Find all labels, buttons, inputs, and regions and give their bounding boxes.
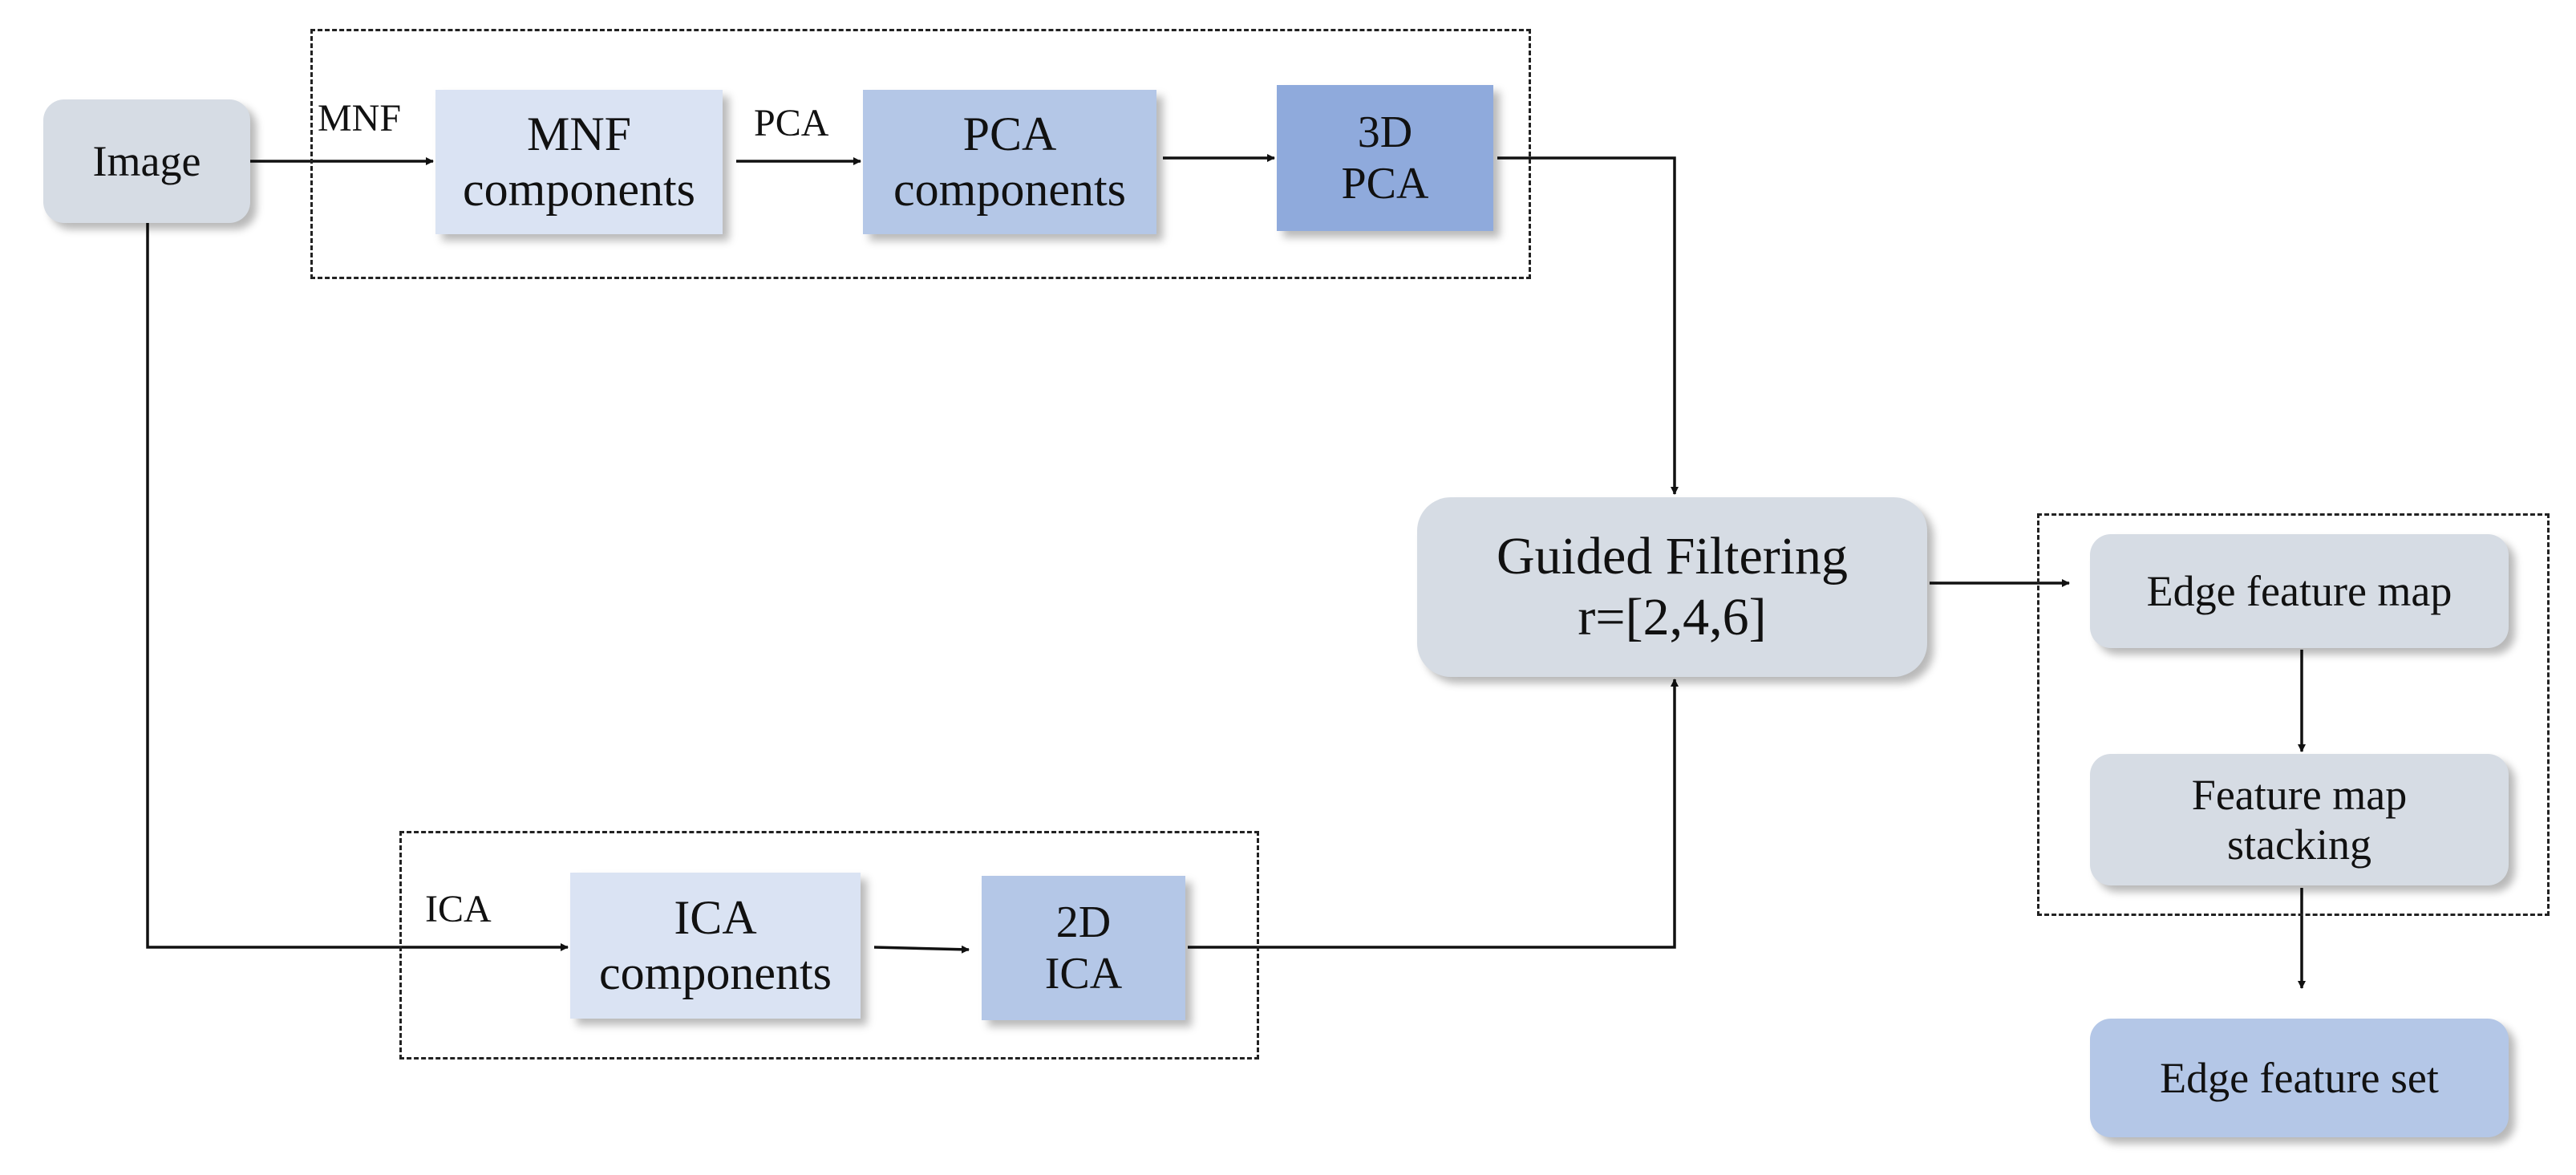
edge-feature-map-node: Edge feature map (2090, 534, 2509, 648)
mnf-components-node: MNF components (435, 90, 723, 234)
arrow-image-to-ica (146, 223, 569, 951)
edge-label-mnf: MNF (318, 97, 402, 140)
pca-3d-line-1: 3D (1357, 107, 1413, 157)
arrow-ica-to-2d (873, 945, 970, 954)
feature-map-stacking-node: Feature map stacking (2090, 754, 2509, 885)
edge-label-pca: PCA (754, 102, 829, 144)
edge-label-ica: ICA (425, 888, 492, 930)
mnf-components-line-2: components (463, 163, 695, 216)
pca-components-line-2: components (893, 163, 1126, 216)
ica-components-node: ICA components (570, 873, 861, 1019)
guided-filtering-line-1: Guided Filtering (1496, 527, 1849, 586)
edge-feature-group (2037, 513, 2550, 916)
pca-components-node: PCA components (863, 90, 1156, 234)
feature-map-stacking-line-1: Feature map (2191, 770, 2408, 819)
guided-filtering-line-2: r=[2,4,6] (1578, 588, 1767, 646)
pca-3d-line-2: PCA (1341, 159, 1429, 209)
edge-feature-map-label: Edge feature map (2146, 566, 2452, 615)
ica-components-line-1: ICA (674, 891, 757, 944)
pca-components-line-1: PCA (962, 107, 1057, 160)
image-node-label: Image (92, 136, 201, 185)
arrow-2d-to-guided (1188, 679, 1679, 949)
edge-feature-set-label: Edge feature set (2160, 1053, 2439, 1102)
guided-filtering-node: Guided Filtering r=[2,4,6] (1417, 497, 1927, 677)
pca-3d-node: 3D PCA (1277, 85, 1493, 231)
ica-2d-line-1: 2D (1055, 897, 1112, 947)
feature-map-stacking-line-2: stacking (2227, 820, 2371, 869)
ica-2d-node: 2D ICA (982, 876, 1185, 1020)
mnf-components-line-1: MNF (526, 107, 632, 160)
ica-group (399, 831, 1259, 1060)
edge-feature-set-node: Edge feature set (2090, 1019, 2509, 1137)
ica-components-line-2: components (599, 946, 832, 999)
mnf-pca-group (310, 29, 1531, 279)
image-node: Image (43, 99, 250, 223)
ica-2d-line-2: ICA (1044, 949, 1123, 999)
arrow-3d-to-guided (1497, 156, 1679, 495)
